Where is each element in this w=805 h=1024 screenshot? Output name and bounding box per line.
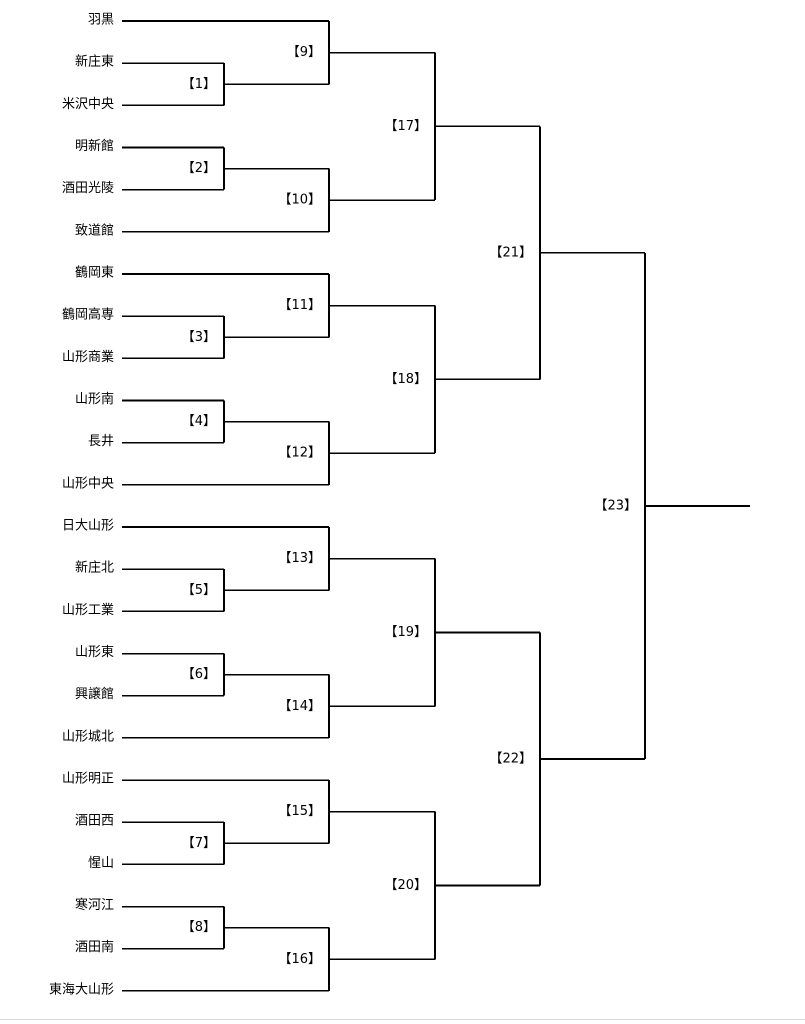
team-name: 寒河江 bbox=[75, 897, 114, 913]
game-labels: 【1】 【9】【2】【10】【3】 【11】【4】【12】【5】 【13】【6】【14… bbox=[182, 45, 637, 967]
team-name: 山形城北 bbox=[62, 729, 114, 744]
team-name: 酒田光陵 bbox=[62, 181, 114, 196]
game-number: 【2】 bbox=[182, 161, 216, 176]
team-name: 鶴岡東 bbox=[75, 265, 114, 281]
team-name: 山形東 bbox=[75, 644, 114, 660]
team-name: 山形明正 bbox=[62, 772, 114, 787]
team-name: 山形工業 bbox=[62, 602, 114, 618]
team-name: 長井 bbox=[88, 434, 114, 449]
team-name: 新庄東 bbox=[75, 54, 114, 70]
game-number: 【7】 bbox=[182, 836, 216, 851]
game-number: 【15】 bbox=[278, 804, 321, 819]
game-number: 【9】 bbox=[287, 45, 321, 60]
team-name: 酒田南 bbox=[75, 939, 114, 955]
game-number: 【11】 bbox=[278, 298, 321, 313]
game-number: 【1】 bbox=[182, 77, 216, 92]
team-name: 日大山形 bbox=[62, 519, 114, 534]
game-number: 【14】 bbox=[278, 699, 321, 714]
team-name: 惺山 bbox=[88, 856, 114, 871]
game-number: 【18】 bbox=[384, 372, 427, 387]
team-name: 山形南 bbox=[75, 391, 114, 407]
game-number: 【20】 bbox=[384, 878, 427, 893]
game-number: 【22】 bbox=[489, 751, 532, 766]
team-name: 明新館 bbox=[75, 138, 114, 154]
bottom-divider bbox=[0, 1019, 805, 1020]
team-name: 東海大山形 bbox=[49, 981, 114, 997]
team-name: 致道館 bbox=[75, 223, 114, 238]
game-number: 【16】 bbox=[278, 952, 321, 967]
game-number: 【17】 bbox=[384, 119, 427, 134]
bracket-lines bbox=[122, 20, 750, 992]
game-number: 【4】 bbox=[182, 414, 216, 429]
game-number: 【13】 bbox=[278, 551, 321, 566]
team-labels: 羽黒新庄東米沢中央明新館酒田光陵致道館鶴岡東鶴岡高専山形商業山形南長井山形中央日… bbox=[49, 13, 114, 998]
game-number: 【3】 bbox=[182, 330, 216, 345]
team-name: 山形商業 bbox=[62, 349, 114, 365]
team-name: 興譲館 bbox=[75, 686, 114, 702]
team-name: 鶴岡高専 bbox=[62, 307, 114, 323]
game-number: 【23】 bbox=[594, 498, 637, 513]
team-name: 酒田西 bbox=[75, 814, 114, 829]
team-name: 山形中央 bbox=[62, 476, 114, 491]
game-number: 【21】 bbox=[489, 245, 532, 260]
game-number: 【10】 bbox=[278, 193, 321, 208]
game-number: 【19】 bbox=[384, 625, 427, 640]
game-number: 【8】 bbox=[182, 920, 216, 935]
game-number: 【5】 bbox=[182, 583, 216, 598]
game-number: 【6】 bbox=[182, 667, 216, 682]
team-name: 新庄北 bbox=[75, 560, 114, 576]
team-name: 米沢中央 bbox=[62, 97, 114, 112]
team-name: 羽黒 bbox=[88, 13, 114, 28]
game-number: 【12】 bbox=[278, 446, 321, 461]
